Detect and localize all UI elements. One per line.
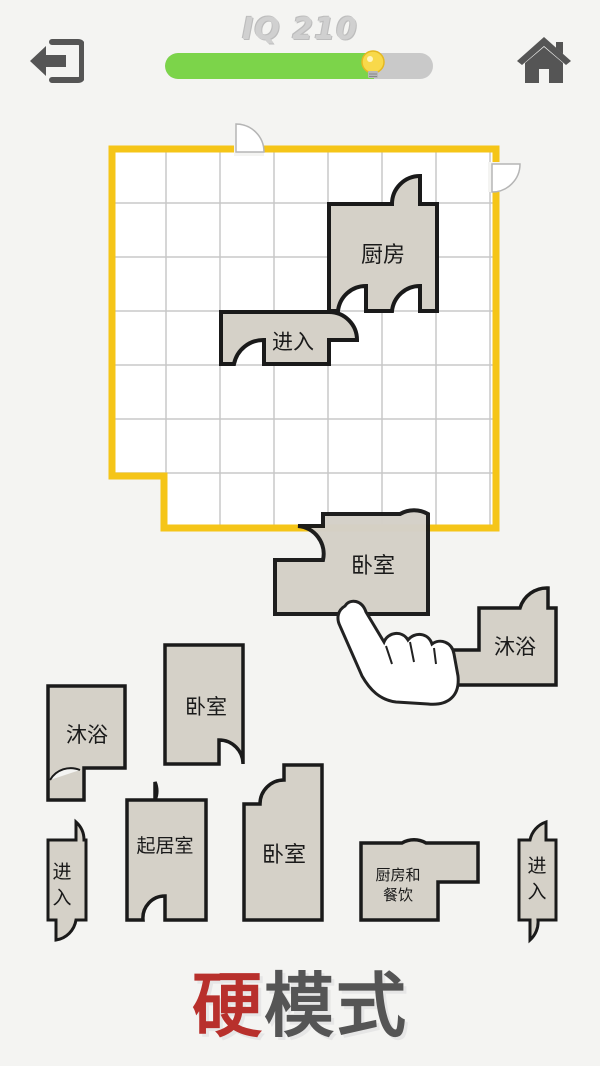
room-label: 进入 (272, 330, 314, 354)
room-label: 进入 (52, 861, 71, 909)
pointer-hand-icon (336, 599, 460, 706)
room-piece-bath-1[interactable]: 沐浴 (46, 684, 127, 802)
room-piece-bath-2[interactable]: 沐浴 (450, 586, 558, 687)
room-label: 厨房 (361, 243, 405, 268)
room-piece-bedroom-1[interactable]: 卧室 (163, 643, 245, 766)
room-piece-kitchen-dining[interactable]: 厨房和餐饮 (359, 838, 480, 922)
room-piece-entrance-2[interactable]: 进入 (517, 819, 558, 944)
room-piece-kitchen[interactable]: 厨房 (327, 173, 439, 313)
room-label: 卧室 (262, 843, 306, 868)
progress-bar (165, 53, 433, 79)
room-piece-entrance[interactable]: 进入 (219, 310, 360, 366)
room-piece-entrance-1[interactable]: 进入 (46, 818, 88, 942)
room-label: 进入 (527, 855, 546, 903)
mode-accent-char: 硬 (192, 965, 264, 1047)
iq-score: IQ 210 (242, 12, 358, 47)
room-piece-living-room[interactable]: 起居室 (125, 781, 208, 922)
room-label: 卧室 (185, 695, 227, 719)
room-label: 沐浴 (66, 723, 108, 747)
lightbulb-icon[interactable] (360, 50, 386, 82)
difficulty-mode-label: 硬模式 (0, 950, 600, 1051)
room-piece-bedroom-dragging[interactable]: 卧室 (273, 508, 430, 616)
door-icon (488, 162, 521, 193)
progress-fill (165, 53, 375, 79)
room-label: 厨房和餐饮 (375, 866, 420, 904)
mode-rest: 模式 (264, 965, 408, 1047)
exit-arrow-icon (30, 39, 85, 83)
back-button[interactable] (28, 38, 85, 84)
door-icon (234, 123, 265, 156)
room-label: 起居室 (136, 835, 193, 857)
home-button[interactable] (514, 34, 574, 86)
room-label: 卧室 (351, 554, 395, 579)
room-label: 沐浴 (494, 635, 536, 659)
room-piece-bedroom-2[interactable]: 卧室 (242, 763, 324, 922)
home-icon (517, 37, 571, 83)
